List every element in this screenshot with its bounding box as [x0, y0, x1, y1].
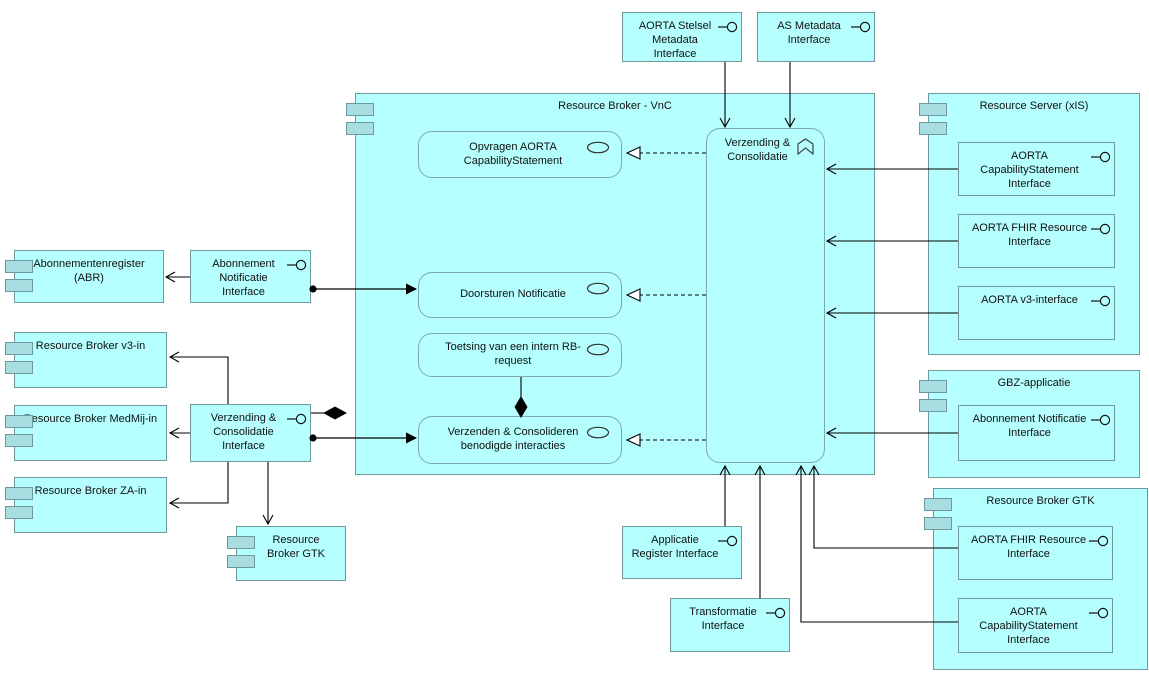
interface-icon — [1089, 535, 1109, 552]
interface-icon — [287, 413, 307, 430]
edge-vcif-to-rb-za-in — [168, 462, 229, 509]
component-icon — [924, 498, 952, 536]
node-label: AORTA FHIR Resource Interface — [970, 534, 1087, 560]
node-label: Verzending & Consolidatie — [724, 137, 791, 163]
edge-vcif-to-rb-v3-in — [168, 351, 229, 404]
node-abonnementenregister-abr: Abonnementenregister (ABR) — [5, 250, 164, 303]
node-label: Verzenden & Consolideren benodigde inter… — [447, 426, 579, 452]
node-resource-broker-v3-in: Resource Broker v3-in — [5, 332, 167, 388]
node-resource-broker-medmij-in: Resource Broker MedMij-in — [5, 405, 167, 461]
interface-icon — [851, 21, 871, 38]
node-verzending-consolidatie-function: Verzending & Consolidatie — [706, 128, 825, 463]
node-resource-broker-gtk-small: Resource Broker GTK — [227, 526, 346, 581]
node-label: Abonnement Notificatie Interface — [212, 258, 275, 298]
interface-icon — [1091, 295, 1111, 312]
node-toetsing-intern-rb-request: Toetsing van een intern RB-request — [418, 333, 622, 377]
node-label: AORTA v3-interface — [981, 294, 1078, 306]
interface-icon — [287, 259, 307, 276]
node-xis-aorta-fhir-resource-interface: AORTA FHIR Resource Interface — [958, 214, 1115, 268]
node-label: AORTA FHIR Resource Interface — [971, 222, 1088, 248]
application-service-icon — [586, 141, 610, 159]
node-label: AS Metadata Interface — [777, 20, 841, 46]
node-verzenden-consolideren-benodigde-interacties: Verzenden & Consolideren benodigde inter… — [418, 416, 622, 464]
node-opvragen-aorta-capabilitystatement: Opvragen AORTA CapabilityStatement — [418, 131, 622, 178]
node-as-metadata-interface: AS Metadata Interface — [757, 12, 875, 62]
interface-icon — [718, 535, 738, 552]
application-service-icon — [586, 343, 610, 361]
node-label: Resource Broker v3-in — [35, 340, 146, 352]
interface-icon — [1091, 414, 1111, 431]
component-icon — [5, 487, 33, 525]
interface-icon — [718, 21, 738, 38]
node-label: Resource Broker MedMij-in — [23, 413, 158, 425]
component-icon — [346, 103, 374, 141]
node-gtk-aorta-fhir-resource-interface: AORTA FHIR Resource Interface — [958, 526, 1113, 580]
node-label: Resource Broker GTK — [986, 495, 1095, 507]
interface-icon — [1091, 223, 1111, 240]
node-label: AORTA CapabilityStatement Interface — [980, 150, 1079, 190]
node-label: Abonnementenregister (ABR) — [33, 258, 145, 284]
node-transformatie-interface: Transformatie Interface — [670, 598, 790, 652]
node-abonnement-notificatie-interface: Abonnement Notificatie Interface — [190, 250, 311, 303]
node-label: Toetsing van een intern RB-request — [445, 341, 581, 367]
node-gbz-abonnement-notificatie-interface: Abonnement Notificatie Interface — [958, 405, 1115, 461]
node-label: Opvragen AORTA CapabilityStatement — [463, 140, 563, 167]
component-icon — [5, 415, 33, 453]
node-label: AORTA CapabilityStatement Interface — [979, 606, 1078, 646]
node-doorsturen-notificatie: Doorsturen Notificatie — [418, 272, 622, 318]
node-label: Verzending & Consolidatie Interface — [210, 412, 277, 452]
node-applicatie-register-interface: Applicatie Register Interface — [622, 526, 742, 579]
node-label: Applicatie Register Interface — [631, 534, 719, 560]
interface-icon — [1089, 607, 1109, 624]
node-label: Resource Broker - VnC — [558, 100, 672, 112]
node-label: Abonnement Notificatie Interface — [972, 413, 1087, 439]
node-label: Resource Broker ZA-in — [34, 485, 147, 497]
application-function-icon — [797, 138, 814, 160]
node-label: Resource Broker GTK — [266, 534, 326, 560]
application-service-icon — [586, 282, 610, 300]
interface-icon — [1091, 151, 1111, 168]
composition-diamond — [323, 406, 347, 420]
node-label: GBZ-applicatie — [997, 377, 1071, 389]
node-label: AORTA Stelsel Metadata Interface — [638, 20, 712, 60]
node-aorta-stelsel-metadata-interface: AORTA Stelsel Metadata Interface — [622, 12, 742, 62]
node-label: Doorsturen Notificatie — [460, 288, 566, 301]
component-icon — [227, 536, 255, 574]
application-service-icon — [586, 426, 610, 444]
node-gtk-aorta-capabilitystatement-interface: AORTA CapabilityStatement Interface — [958, 598, 1113, 653]
node-label: Resource Server (xIS) — [979, 100, 1089, 112]
component-icon — [919, 103, 947, 141]
component-icon — [919, 380, 947, 418]
node-xis-aorta-v3-interface: AORTA v3-interface — [958, 286, 1115, 340]
component-icon — [5, 342, 33, 380]
node-resource-broker-za-in: Resource Broker ZA-in — [5, 477, 167, 533]
node-xis-aorta-capabilitystatement-interface: AORTA CapabilityStatement Interface — [958, 142, 1115, 196]
node-verzending-consolidatie-interface: Verzending & Consolidatie Interface — [190, 404, 311, 462]
node-label: Transformatie Interface — [689, 606, 757, 632]
component-icon — [5, 260, 33, 298]
interface-icon — [766, 607, 786, 624]
